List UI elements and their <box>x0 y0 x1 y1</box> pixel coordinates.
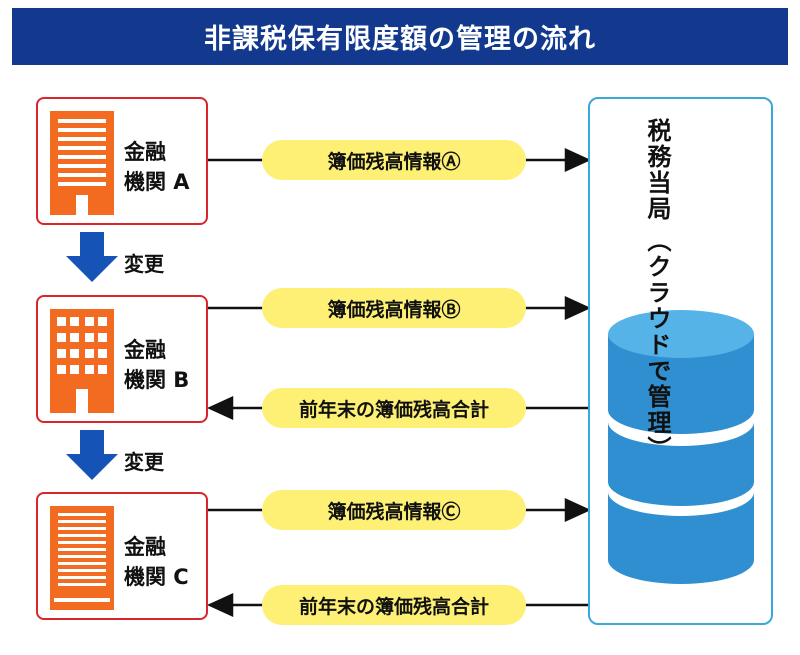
tax-office-label: 税務当局（クラウドで管理） <box>643 118 671 462</box>
bank-box-c: 金融 機関 C <box>36 492 208 620</box>
change-label-2: 変更 <box>124 450 164 474</box>
office-building-icon <box>50 506 114 610</box>
flow-label-total-c: 前年末の簿価残高合計 <box>262 585 526 625</box>
change-label-1: 変更 <box>124 252 164 276</box>
bank-label-c: 金融 機関 C <box>124 535 189 589</box>
bank-box-a: 金融 機関 A <box>36 97 208 225</box>
page-title: 非課税保有限度額の管理の流れ <box>12 8 788 65</box>
bank-label-b: 金融 機関 B <box>124 338 190 392</box>
office-building-icon <box>50 111 114 215</box>
bank-box-b: 金融 機関 B <box>36 295 208 423</box>
flow-label-b: 簿価残高情報Ⓑ <box>262 288 526 328</box>
flow-label-a: 簿価残高情報Ⓐ <box>262 140 526 180</box>
office-building-icon <box>50 309 114 413</box>
flow-label-c: 簿価残高情報Ⓒ <box>262 490 526 530</box>
flow-label-total-b: 前年末の簿価残高合計 <box>262 388 526 428</box>
bank-label-a: 金融 機関 A <box>124 140 190 194</box>
